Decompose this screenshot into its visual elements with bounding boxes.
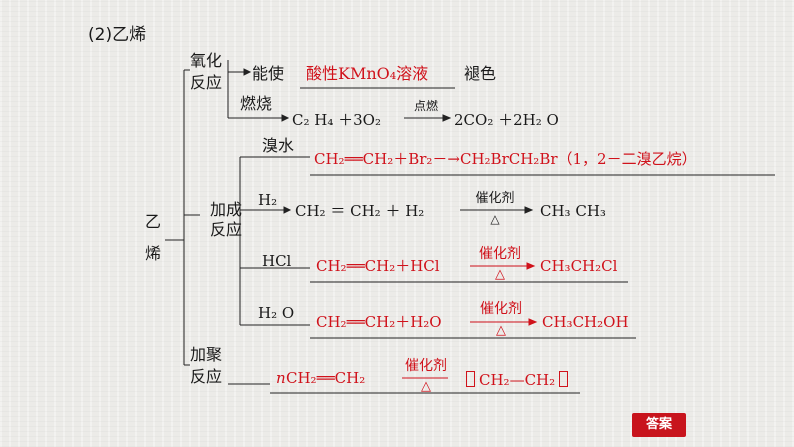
combustion-condition: 点燃 bbox=[413, 99, 438, 113]
section-heading: (2)乙烯 bbox=[88, 25, 147, 45]
addition-label-line2: 反应 bbox=[210, 220, 243, 239]
oxidation-sub1-answer: 酸性KMnO₄溶液 bbox=[306, 64, 429, 83]
polymer-products: CH₂—CH₂ bbox=[466, 371, 569, 389]
polymer-heat: △ bbox=[421, 379, 431, 394]
combustion-reactants: C₂ H₄ ＋3O₂ bbox=[292, 111, 381, 129]
oxidation-label-line1: 氧化 bbox=[190, 51, 223, 70]
combustion-products: 2CO₂ ＋2H₂ O bbox=[454, 111, 559, 129]
hydrogen-catalyst: 催化剂 bbox=[475, 191, 515, 206]
hydrogen-heat: △ bbox=[490, 212, 500, 226]
oxidation-sub1-prefix: 能使 bbox=[252, 64, 285, 83]
water-reactants: CH₂══CH₂＋H₂O bbox=[316, 313, 442, 331]
combustion-label: 燃烧 bbox=[240, 94, 273, 113]
water-heat: △ bbox=[496, 323, 506, 338]
addition-label-line1: 加成 bbox=[210, 200, 243, 219]
polymer-products-text: CH₂—CH₂ bbox=[479, 371, 556, 389]
polymer-coefficient: n bbox=[276, 369, 286, 387]
water-catalyst: 催化剂 bbox=[480, 301, 522, 317]
polymer-bracket-left bbox=[466, 371, 475, 387]
hcl-label: HCl bbox=[262, 252, 292, 270]
polymer-reactants: CH₂══CH₂ bbox=[286, 369, 366, 387]
hydrogen-products: CH₃ CH₃ bbox=[540, 202, 606, 220]
water-label: H₂ O bbox=[258, 304, 295, 322]
water-products: CH₃CH₂OH bbox=[542, 313, 629, 331]
polymerization-label-line1: 加聚 bbox=[190, 345, 223, 364]
hydrogen-label: H₂ bbox=[258, 191, 278, 209]
root-label-line1: 乙 bbox=[145, 212, 162, 231]
polymerization-label-line2: 反应 bbox=[190, 367, 223, 386]
hydrogen-reactants: CH₂ ＝ CH₂ ＋ H₂ bbox=[295, 202, 425, 220]
polymer-bracket-right bbox=[559, 371, 569, 387]
hcl-heat: △ bbox=[495, 267, 505, 282]
polymer-catalyst: 催化剂 bbox=[405, 358, 447, 374]
answer-button[interactable]: 答案 bbox=[632, 413, 686, 437]
root-label-line2: 烯 bbox=[145, 244, 162, 263]
oxidation-sub1-suffix: 褪色 bbox=[464, 64, 497, 83]
bromine-label: 溴水 bbox=[262, 136, 295, 155]
oxidation-label-line2: 反应 bbox=[190, 73, 223, 92]
hcl-products: CH₃CH₂Cl bbox=[540, 257, 618, 275]
hcl-reactants: CH₂══CH₂＋HCl bbox=[316, 257, 440, 275]
bromine-answer: CH₂══CH₂＋Br₂－→CH₂BrCH₂Br（1，2－二溴乙烷） bbox=[314, 150, 697, 168]
hcl-catalyst: 催化剂 bbox=[479, 246, 521, 262]
